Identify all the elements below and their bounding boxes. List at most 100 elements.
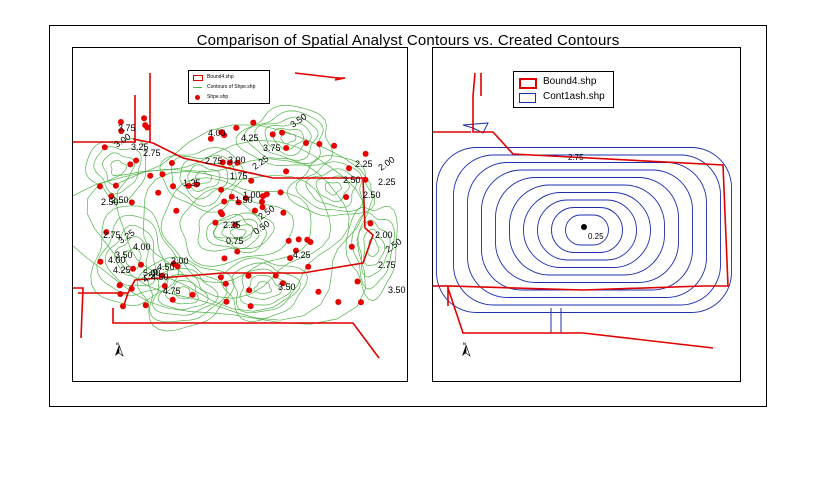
created-contour bbox=[565, 214, 609, 246]
contour-label: 4.00 bbox=[208, 128, 226, 138]
sample-point bbox=[212, 219, 219, 226]
contour-line bbox=[102, 152, 136, 185]
sample-point bbox=[279, 280, 286, 287]
sample-point bbox=[133, 157, 140, 164]
sample-point bbox=[117, 291, 124, 297]
created-contour bbox=[462, 122, 489, 134]
contour-line bbox=[273, 127, 304, 151]
contour-label: 2.75 bbox=[205, 156, 223, 166]
sample-point bbox=[127, 161, 134, 168]
contour-line bbox=[173, 286, 191, 300]
contour-line bbox=[197, 200, 275, 252]
sample-point bbox=[233, 124, 240, 131]
contour-label: 2.00 bbox=[375, 230, 393, 240]
contour-label: 4.75 bbox=[163, 286, 181, 296]
legend-label: Bound4.shp bbox=[207, 74, 234, 80]
svg-text:N: N bbox=[463, 341, 466, 346]
sample-point bbox=[217, 274, 224, 281]
sample-point bbox=[248, 177, 255, 184]
contour-label: 2.75 bbox=[378, 260, 396, 270]
sample-point bbox=[269, 131, 276, 138]
contour-label: 1.25 bbox=[183, 178, 201, 188]
sample-point bbox=[295, 236, 302, 243]
contour-label: 2.25 bbox=[223, 220, 241, 230]
contour-line bbox=[357, 219, 391, 278]
contour-line bbox=[179, 159, 229, 200]
contour-label: 3.00 bbox=[112, 131, 132, 149]
contour-line bbox=[195, 170, 213, 185]
legend-label: Bound4.shp bbox=[543, 76, 597, 87]
contour-line bbox=[264, 123, 312, 156]
contour-line bbox=[86, 140, 364, 321]
contour-line bbox=[229, 228, 247, 239]
sample-point bbox=[97, 258, 104, 265]
sample-point bbox=[112, 182, 119, 189]
boundary-line bbox=[447, 286, 714, 349]
sample-point bbox=[222, 280, 229, 287]
sample-point bbox=[331, 142, 338, 149]
boundary-line bbox=[112, 308, 380, 359]
contour-label: 5.00 bbox=[143, 268, 161, 278]
sample-point bbox=[103, 229, 110, 236]
boundary-line bbox=[472, 72, 476, 97]
contour-label: 3.50 bbox=[278, 282, 296, 292]
sample-point bbox=[280, 209, 287, 216]
right-legend: Bound4.shp Cont1ash.shp bbox=[513, 71, 614, 108]
sample-point bbox=[218, 186, 225, 193]
contour-line bbox=[179, 187, 295, 267]
contour-label: 0.25 bbox=[588, 232, 604, 241]
sample-point bbox=[285, 237, 292, 244]
contour-label: 2.75 bbox=[103, 230, 121, 240]
sample-point bbox=[141, 115, 148, 122]
sample-point bbox=[343, 194, 350, 200]
contour-label: 4.25 bbox=[241, 133, 259, 143]
contour-line bbox=[115, 157, 350, 312]
contour-label: 4.50 bbox=[151, 272, 169, 282]
legend-label: Cont1ash.shp bbox=[543, 91, 605, 102]
sample-point bbox=[120, 303, 126, 310]
contour-line bbox=[96, 214, 169, 297]
contour-label: 3.50 bbox=[115, 250, 133, 260]
sample-point bbox=[189, 291, 196, 298]
sample-point bbox=[193, 181, 200, 188]
sample-point bbox=[287, 255, 294, 262]
sample-point bbox=[235, 199, 242, 206]
sample-point bbox=[305, 263, 312, 270]
sample-point bbox=[283, 145, 290, 151]
sample-point bbox=[259, 204, 266, 211]
contour-label: 1.00 bbox=[243, 190, 261, 200]
contour-line bbox=[280, 132, 297, 145]
sample-point bbox=[246, 287, 253, 294]
sample-point bbox=[185, 182, 192, 189]
contour-line bbox=[315, 175, 350, 203]
created-contour bbox=[550, 308, 562, 334]
sample-point bbox=[118, 128, 125, 134]
contour-line bbox=[206, 212, 267, 254]
contour-label: 3.00 bbox=[228, 155, 246, 165]
sample-point bbox=[170, 183, 176, 190]
contour-line bbox=[363, 228, 386, 266]
contour-label: 1.50 bbox=[235, 195, 253, 205]
red-rect-icon bbox=[519, 78, 537, 89]
sample-point bbox=[293, 247, 299, 254]
sample-point bbox=[242, 195, 249, 202]
sample-point bbox=[170, 260, 177, 267]
sample-point bbox=[223, 298, 230, 305]
created-contour bbox=[537, 199, 637, 261]
legend-label: Shpe.shp bbox=[207, 94, 229, 100]
boundary-line bbox=[334, 77, 346, 81]
contour-line bbox=[90, 205, 180, 307]
sample-point bbox=[335, 299, 342, 305]
contour-line bbox=[324, 182, 342, 196]
sample-point bbox=[97, 183, 103, 190]
contour-line bbox=[171, 155, 237, 207]
sample-point bbox=[250, 119, 257, 126]
contour-label: 4.25 bbox=[293, 250, 311, 260]
sample-point bbox=[358, 299, 364, 306]
contour-line bbox=[104, 224, 157, 287]
contour-line bbox=[245, 275, 282, 300]
contour-line bbox=[345, 206, 398, 302]
center-point bbox=[581, 224, 587, 230]
